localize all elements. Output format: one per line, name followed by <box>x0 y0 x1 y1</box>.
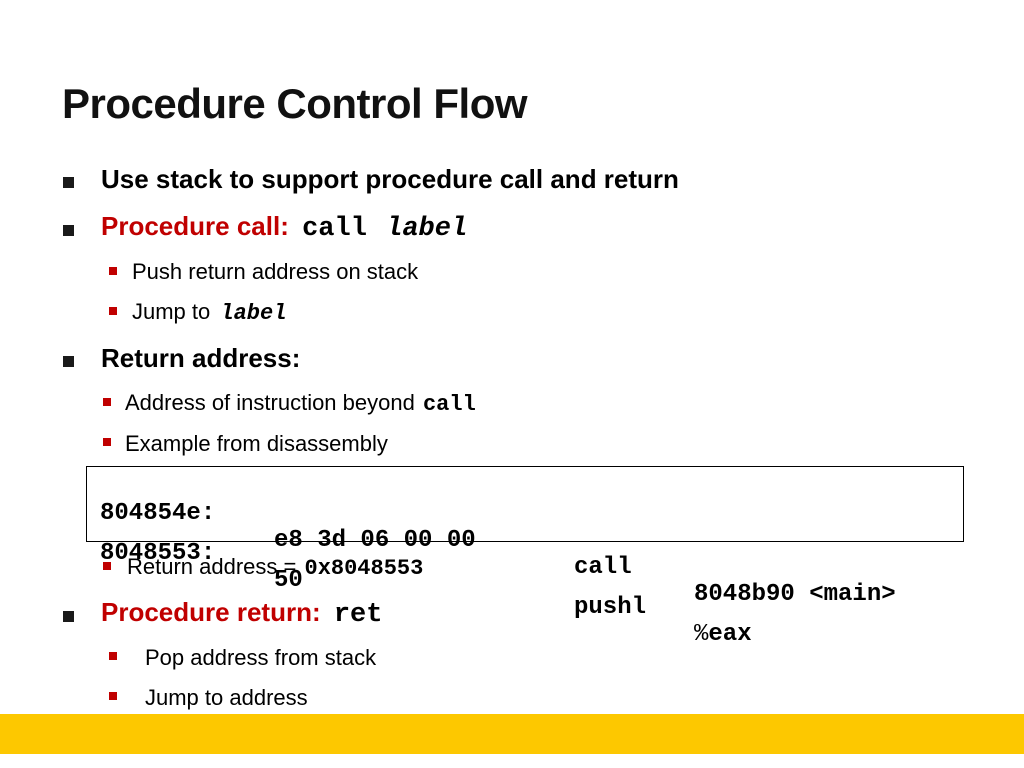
disasm-addr: 804854e: <box>100 500 216 527</box>
sub-bullet-address-beyond-call: Address of instruction beyond call <box>125 390 476 417</box>
disasm-bytes: e8 3d 06 00 00 <box>274 527 476 554</box>
disassembly-line-2: 8048553: 50 pushl %eax <box>100 513 752 675</box>
sub-bullet-square-icon <box>109 267 117 275</box>
sub-bullet-return-address-value: Return address = 0x8048553 <box>127 554 423 581</box>
procedure-call-code: call <box>302 214 367 244</box>
disasm-op: pushl <box>574 594 647 621</box>
sub-bullet-square-icon <box>103 438 111 446</box>
disasm-arg-reg: eax <box>708 621 752 648</box>
jump-to-label-code: label <box>220 301 287 326</box>
sub-bullet-square-icon <box>109 652 117 660</box>
disasm-arg-prefix: % <box>694 621 709 648</box>
disasm-arg: %eax <box>694 621 752 648</box>
bullet-procedure-return: Procedure return: ret <box>101 597 382 630</box>
bullet-procedure-call: Procedure call: call label <box>101 211 467 244</box>
sub-bullet-pop-address: Pop address from stack <box>145 645 377 670</box>
bullet-square-icon <box>63 611 74 622</box>
disasm-op: call <box>574 554 632 581</box>
slide-title: Procedure Control Flow <box>62 80 528 127</box>
bullet-square-icon <box>63 177 74 188</box>
disassembly-box: 804854e: e8 3d 06 00 00 call 8048b90 <ma… <box>86 466 964 648</box>
disasm-arg: 8048b90 <main> <box>694 581 896 608</box>
disasm-addr: 8048553: <box>100 540 216 567</box>
jump-to-text: Jump to <box>132 299 211 324</box>
address-beyond-code: call <box>422 392 476 417</box>
address-beyond-text: Address of instruction beyond <box>125 390 415 415</box>
sub-bullet-push-return: Push return address on stack <box>132 259 419 284</box>
disassembly-line-1: 804854e: e8 3d 06 00 00 call 8048b90 <ma… <box>100 473 896 635</box>
bullet-stack-support: Use stack to support procedure call and … <box>101 164 679 194</box>
footer-bar <box>0 714 1024 754</box>
procedure-return-code: ret <box>333 600 383 630</box>
return-address-text: Return address = <box>127 554 297 579</box>
return-address-code: 0x8048553 <box>304 556 424 581</box>
sub-bullet-square-icon <box>109 307 117 315</box>
sub-bullet-example-disassembly: Example from disassembly <box>125 431 388 456</box>
procedure-return-label: Procedure return: <box>101 597 321 627</box>
bullet-square-icon <box>63 225 74 236</box>
sub-bullet-square-icon <box>103 562 111 570</box>
sub-bullet-jump-to-label: Jump to label <box>132 299 286 326</box>
procedure-call-label: Procedure call: <box>101 211 289 241</box>
procedure-call-arg: label <box>386 214 468 244</box>
sub-bullet-jump-address: Jump to address <box>145 685 308 710</box>
bullet-return-address: Return address: <box>101 343 301 373</box>
sub-bullet-square-icon <box>103 398 111 406</box>
disasm-bytes: 50 <box>274 567 303 594</box>
sub-bullet-square-icon <box>109 692 117 700</box>
bullet-square-icon <box>63 356 74 367</box>
